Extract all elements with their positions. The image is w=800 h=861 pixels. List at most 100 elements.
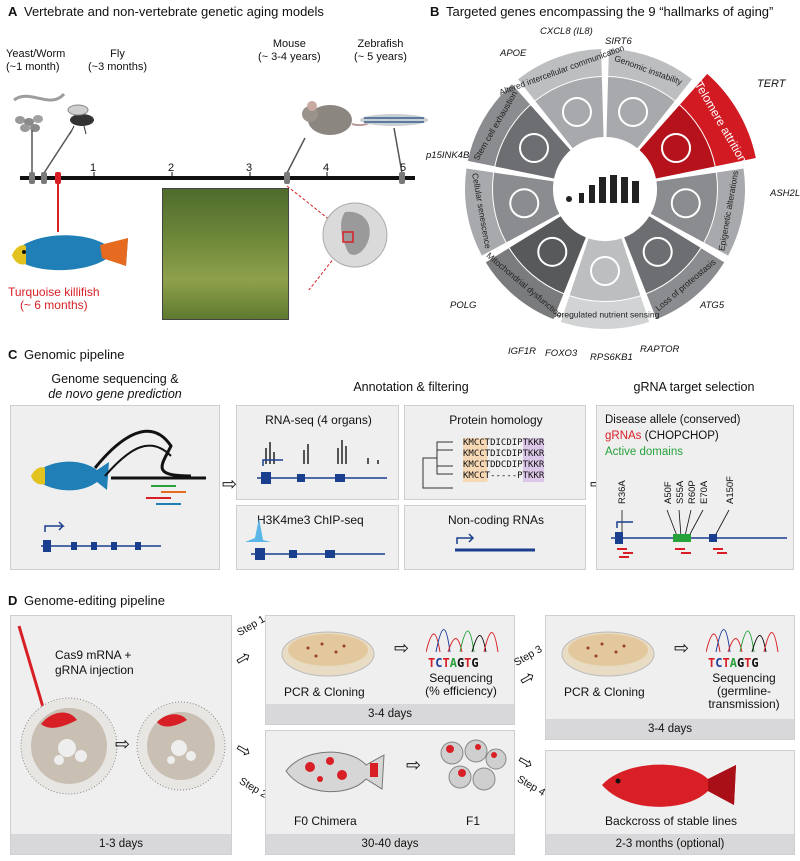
gene-cxcl8: CXCL8 (IL8) bbox=[540, 26, 593, 37]
legend-disease: Disease allele (conserved) bbox=[605, 414, 741, 426]
hallmark-segment bbox=[509, 216, 586, 294]
hallmark-band bbox=[467, 84, 530, 167]
panel-b-title: Targeted genes encompassing the 9 “hallm… bbox=[446, 4, 774, 19]
f0-label: F0 Chimera bbox=[294, 814, 357, 828]
hallmark-icon bbox=[518, 133, 549, 163]
timeline-tick-labels: 1 2 3 4 5 bbox=[90, 162, 407, 174]
ncrna-label: Non-coding RNAs bbox=[447, 513, 545, 527]
pcr-label-1: PCR & Cloning bbox=[284, 685, 365, 699]
grna-box: Disease allele (conserved) gRNAs (CHOPCH… bbox=[596, 405, 794, 570]
hallmark-icon bbox=[670, 188, 701, 219]
step4-box: Backcross of stable lines 2-3 months (op… bbox=[545, 750, 795, 855]
killifish-label: Turquoise killifish(~ 6 months) bbox=[8, 285, 100, 312]
ncrna-box: Non-coding RNAs bbox=[404, 505, 586, 570]
duration-2: 3-4 days bbox=[266, 704, 514, 724]
mouse-label: Mouse(~ 3-4 years) bbox=[258, 38, 321, 63]
protein-box: Protein homology KMCCTDICDIPTKKR KMCCTDI… bbox=[404, 405, 586, 500]
arrow-d4: ⇨ bbox=[674, 638, 690, 658]
hallmark-segment bbox=[624, 216, 701, 294]
panel-c-title: Genomic pipeline bbox=[24, 347, 125, 362]
hallmark-icon bbox=[537, 236, 568, 267]
hallmark-band bbox=[518, 49, 602, 101]
gene-raptor: RAPTOR bbox=[640, 344, 680, 355]
hallmark-band bbox=[704, 168, 745, 256]
col2-title: Annotation & filtering bbox=[353, 380, 469, 394]
killifish-icon bbox=[12, 235, 128, 271]
hallmark-segment bbox=[493, 172, 560, 243]
gene-tert: TERT bbox=[757, 78, 786, 90]
yeast-icon bbox=[15, 115, 43, 132]
protein-label: Protein homology bbox=[449, 413, 543, 427]
seq-label-2: Sequencing(germline-transmission) bbox=[708, 671, 780, 711]
duration-5: 2-3 months (optional) bbox=[546, 834, 794, 854]
step4-arrow: ⇨ bbox=[514, 749, 538, 775]
zebrafish-icon bbox=[360, 114, 428, 126]
hallmark-label: Deregulated nutrient sensing bbox=[551, 309, 660, 319]
panel-c-letter: C bbox=[8, 347, 18, 362]
fly-label: Fly(~3 months) bbox=[88, 48, 147, 73]
duration-1: 1-3 days bbox=[11, 834, 231, 854]
gene-polg: POLG bbox=[450, 300, 477, 311]
sequence-alignment: KMCCTDICDIPTKKR KMCCTDICDIPTKKR KMCCTDDC… bbox=[463, 438, 545, 482]
gene-ash2l: ASH2L bbox=[770, 188, 800, 199]
duration-4: 3-4 days bbox=[546, 719, 794, 739]
hallmark-icon bbox=[509, 188, 540, 219]
aging-silhouettes-icon bbox=[566, 175, 639, 203]
chipseq-box: H3K4me3 ChIP-seq bbox=[236, 505, 399, 570]
injection-label: Cas9 mRNA +gRNA injection bbox=[55, 648, 134, 677]
hallmark-icon bbox=[561, 96, 592, 127]
hallmark-icon bbox=[618, 96, 649, 127]
panel-d-letter: D bbox=[8, 593, 18, 608]
habitat-photo bbox=[162, 188, 289, 320]
gene-apoe: APOE bbox=[500, 48, 527, 59]
gene-rps6kb1: RPS6KB1 bbox=[590, 352, 633, 363]
worm-icon bbox=[13, 92, 66, 102]
hallmark-icon bbox=[590, 256, 620, 286]
panel-b-letter: B bbox=[430, 4, 440, 19]
hallmark-band bbox=[608, 49, 692, 101]
backcross-label: Backcross of stable lines bbox=[604, 814, 738, 828]
gene-atg5: ATG5 bbox=[700, 300, 725, 311]
yeast-worm-label: Yeast/Worm(~1 month) bbox=[6, 48, 66, 73]
embryo-2 bbox=[136, 701, 226, 791]
injection-box: Cas9 mRNA +gRNA injection ⇨ 1-3 days bbox=[10, 615, 232, 855]
col1-title: Genome sequencing &de novo gene predicti… bbox=[48, 372, 182, 401]
gene-igf1r: IGF1R bbox=[508, 346, 536, 357]
chromatogram-1 bbox=[426, 629, 499, 653]
petri-dish-icon bbox=[281, 631, 375, 677]
hallmark-segment bbox=[569, 238, 641, 301]
hallmark-band bbox=[646, 248, 725, 320]
chipseq-label: H3K4me3 ChIP-seq bbox=[257, 513, 364, 527]
trace-bases-2: TCTAGTG bbox=[708, 656, 759, 670]
step3-box: ⇨ TCTAGTG PCR & Cloning Sequencing(germl… bbox=[545, 615, 795, 740]
panel-a-title: Vertebrate and non-vertebrate genetic ag… bbox=[24, 4, 324, 19]
step3-arrow: ⇨ bbox=[515, 665, 539, 691]
rnaseq-label: RNA-seq (4 organs) bbox=[265, 413, 372, 427]
hallmark-icon bbox=[661, 133, 692, 163]
chromatogram-2 bbox=[706, 629, 779, 653]
step2-arrow: ⇨ bbox=[232, 737, 256, 763]
arrow-d1: ⇨ bbox=[115, 734, 131, 754]
stable-line-fish-icon bbox=[602, 764, 736, 807]
hallmark-band bbox=[485, 248, 564, 320]
panel-d-title: Genome-editing pipeline bbox=[24, 593, 165, 608]
hallmark-segment bbox=[495, 105, 571, 179]
timeline-svg bbox=[12, 92, 428, 271]
chimera-fish-icon bbox=[285, 751, 385, 793]
f1-embryos-icon bbox=[440, 739, 507, 791]
seq-label-1: Sequencing(% efficiency) bbox=[425, 671, 497, 698]
gene-foxo3: FOXO3 bbox=[545, 348, 578, 359]
zebrafish-label: Zebrafish(~ 5 years) bbox=[354, 38, 407, 63]
hallmark-band bbox=[465, 168, 506, 256]
hallmark-band bbox=[560, 296, 650, 329]
gene-sirt6: SIRT6 bbox=[605, 36, 632, 47]
petri-dish-icon-2 bbox=[561, 631, 655, 677]
step1-arrow: ⇨ bbox=[231, 645, 255, 671]
panel-a-letter: A bbox=[8, 4, 18, 19]
col3-title: gRNA target selection bbox=[633, 380, 755, 394]
hallmark-segment bbox=[639, 105, 715, 179]
arrow-d3: ⇨ bbox=[406, 755, 422, 775]
hallmark-segment bbox=[535, 77, 604, 149]
fly-icon bbox=[67, 104, 94, 135]
